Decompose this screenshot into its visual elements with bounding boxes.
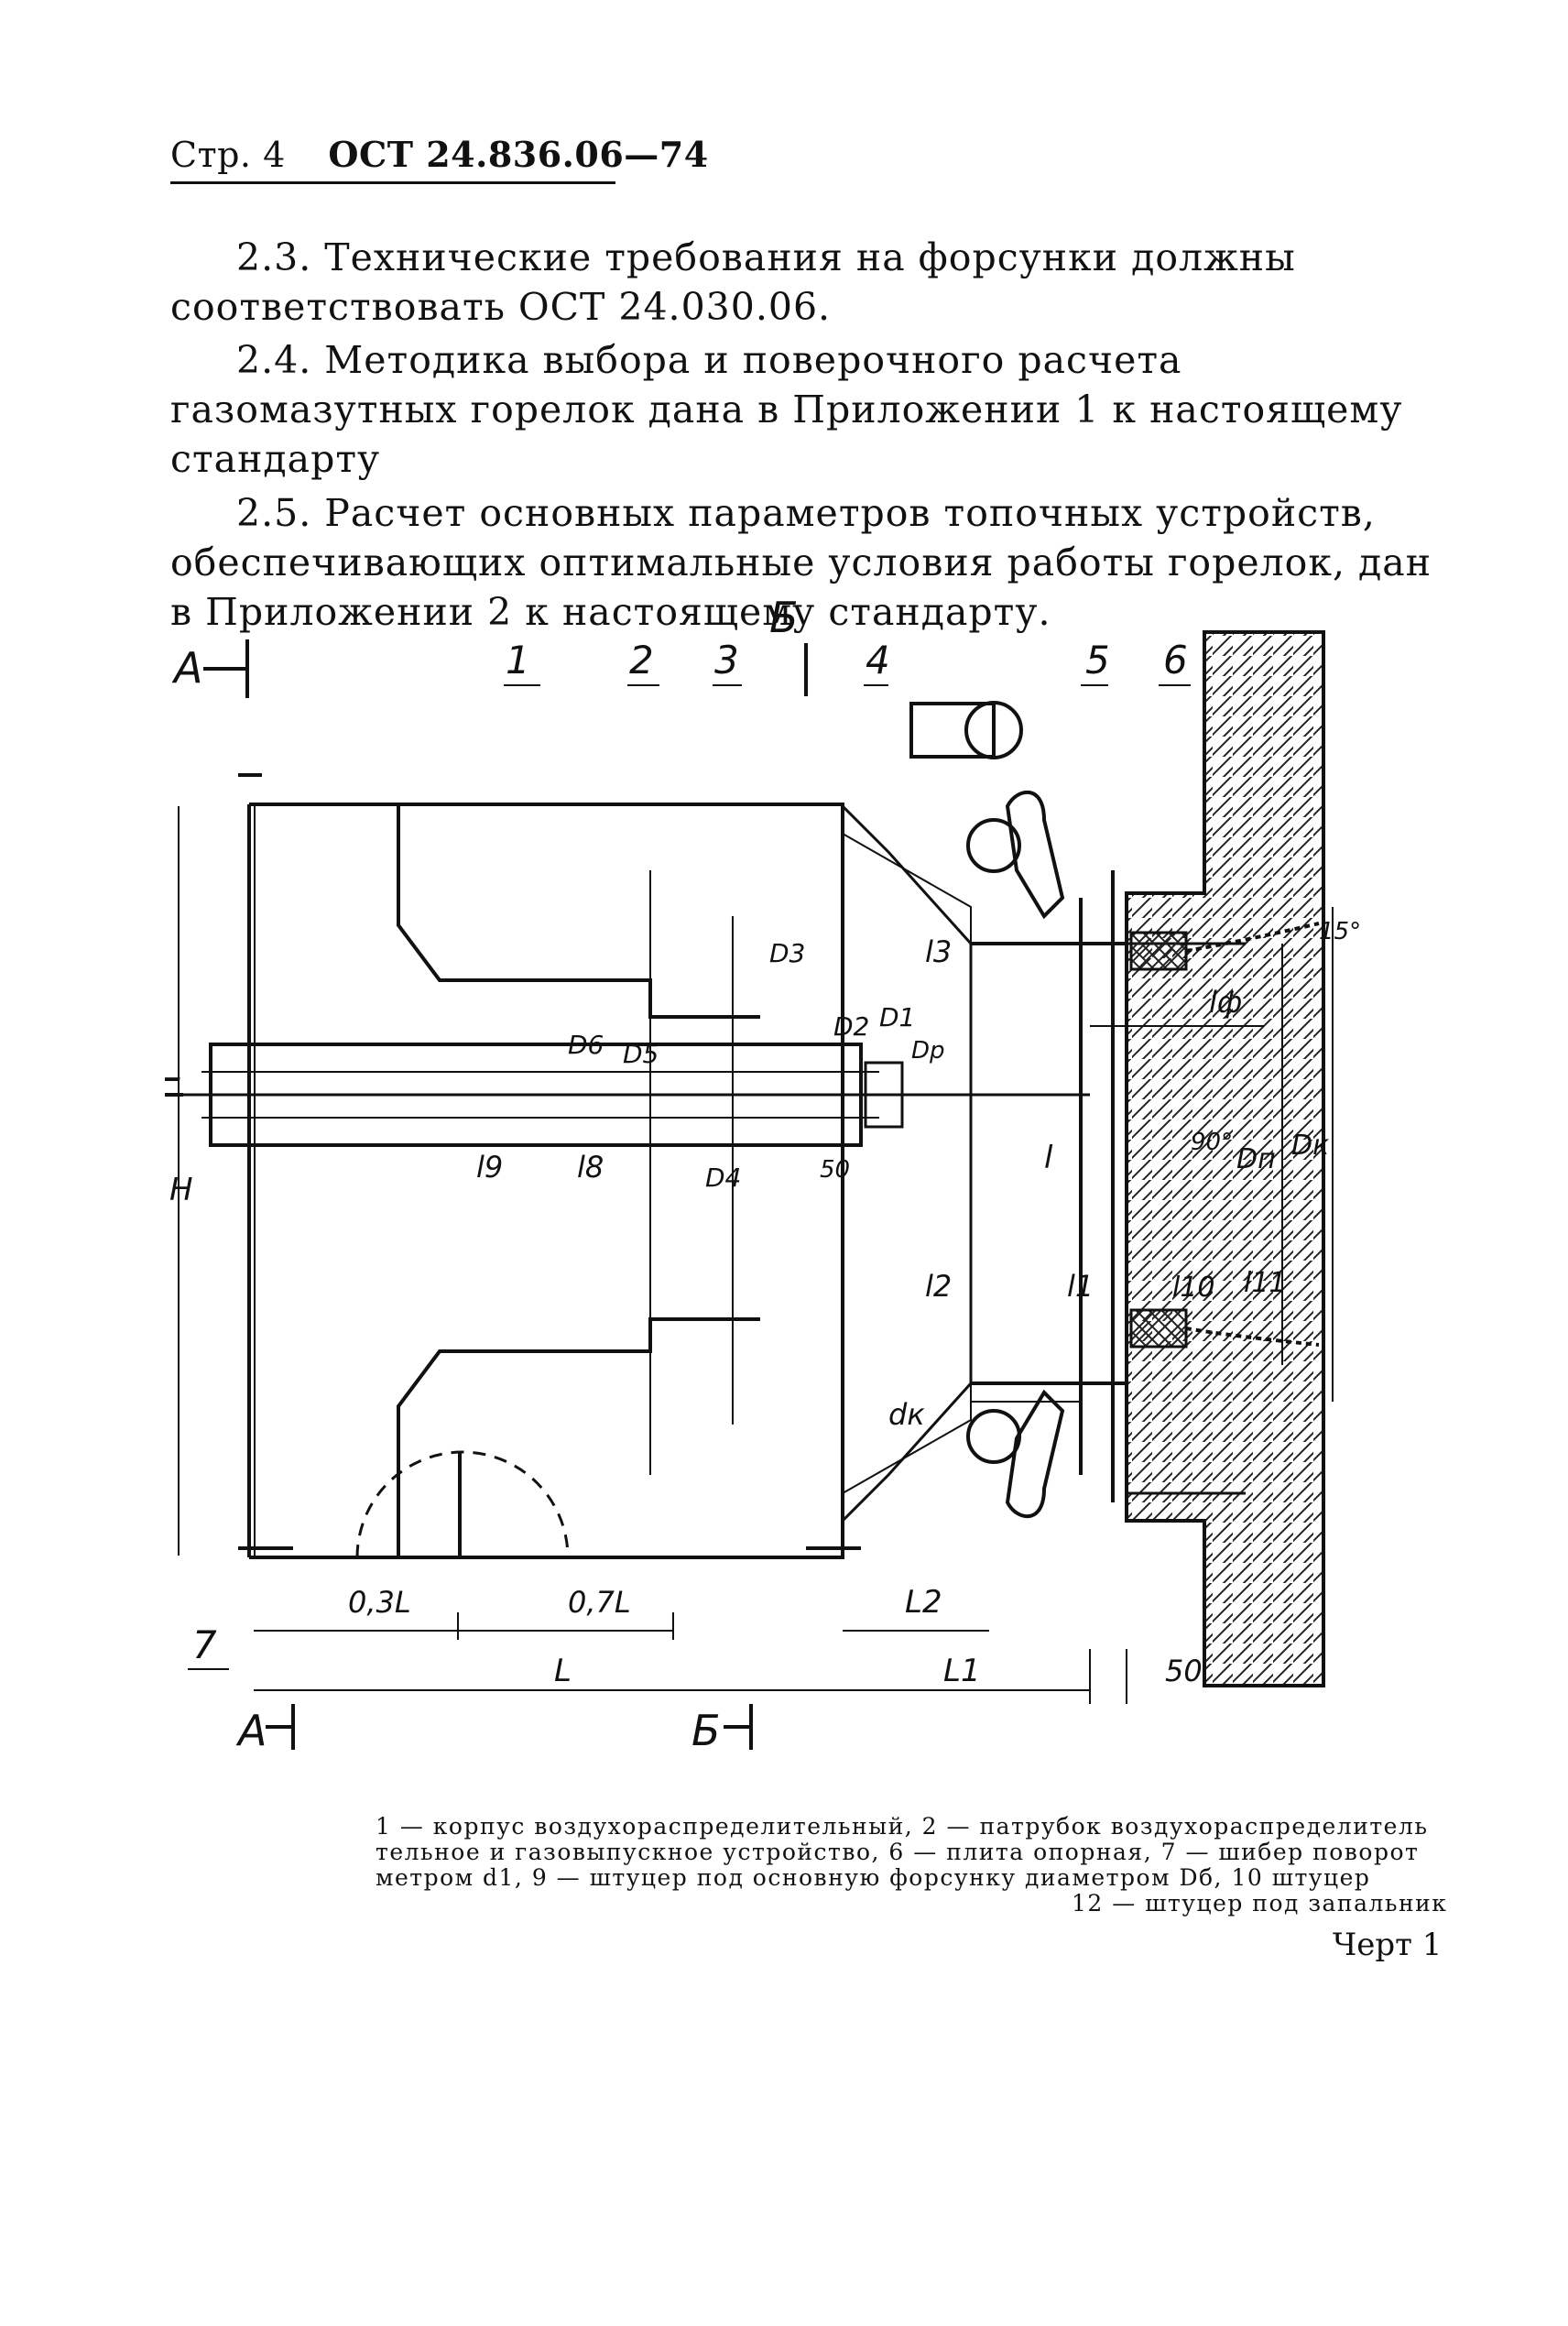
caption-line: 12 — штуцер под запальник	[1072, 1890, 1448, 1916]
dim-0-3l: 0,3L	[348, 1585, 411, 1620]
dim-d6: D6	[568, 1030, 604, 1060]
part-number-underlines	[188, 684, 1191, 1670]
part-number-6: 6	[1163, 638, 1188, 683]
caption-line: 1 — корпус воздухораспределительный, 2 —…	[376, 1813, 1429, 1840]
dim-d2: D2	[833, 1011, 869, 1042]
caption-line: тельное и газовыпускное устройство, 6 — …	[376, 1839, 1420, 1865]
dim-50-inner: 50	[820, 1156, 850, 1184]
dim-dp: Dр	[911, 1037, 945, 1065]
burner-drawing: А Б Г А Б 1 2 3 4 5 6 7 H D6 D5 D4 D3 D2…	[165, 595, 1361, 1755]
furnace-wall	[1125, 630, 1325, 1687]
standard-number: ОСТ 24.836.06—74	[328, 134, 709, 175]
dim-d3: D3	[769, 938, 805, 968]
part-number-1: 1	[506, 638, 530, 683]
dim-l3: l3	[925, 934, 952, 969]
dim-l1-total: L1	[943, 1653, 981, 1689]
dim-l2: l2	[925, 1269, 952, 1304]
rotary-damper	[355, 1450, 570, 1558]
part-number-3: 3	[714, 638, 739, 683]
dim-50-wall: 50	[1165, 1654, 1203, 1688]
dim-l10: l10	[1172, 1272, 1215, 1304]
dim-l-total: L	[554, 1653, 572, 1689]
paragraph-2-5: 2.5. Расчет основных параметров топочных…	[170, 490, 1432, 634]
paragraph-2-4: 2.4. Методика выбора и поверочного расче…	[170, 338, 1403, 482]
dim-dk: Dк	[1291, 1130, 1329, 1162]
page-number: Стр. 4	[170, 135, 286, 175]
dim-l: l	[1044, 1140, 1053, 1176]
dim-l1: l1	[1067, 1269, 1094, 1304]
dim-l9: l9	[476, 1150, 503, 1185]
dim-l11: l11	[1244, 1267, 1287, 1299]
caption-line: метром d1, 9 — штуцер под основную форсу…	[376, 1864, 1371, 1891]
section-a-bottom: А	[235, 1706, 267, 1755]
header-rule	[170, 181, 615, 184]
dim-angle-90: 90°	[1191, 1129, 1233, 1156]
part-number-4: 4	[866, 638, 890, 683]
section-markers	[165, 639, 808, 1750]
dim-dn: Dп	[1236, 1143, 1276, 1175]
page-header: Стр. 4 ОСТ 24.836.06—74	[170, 134, 709, 175]
dim-d5: D5	[623, 1039, 659, 1069]
part-number-5: 5	[1085, 638, 1110, 683]
dim-l8: l8	[577, 1150, 604, 1185]
dim-d4: D4	[705, 1163, 741, 1193]
figure-number: Черт 1	[1333, 1927, 1443, 1963]
gas-pipes	[909, 701, 1065, 1518]
section-a-top: А	[171, 643, 202, 693]
dim-lf: lф	[1209, 985, 1242, 1020]
dimension-lines	[178, 806, 1334, 1704]
dim-h: H	[169, 1172, 193, 1208]
body-text: 2.3. Технические требования на форсунки …	[170, 233, 1447, 640]
section-b-top: Б	[769, 595, 799, 642]
part-number-2: 2	[629, 638, 654, 683]
part-number-7: 7	[192, 1622, 217, 1667]
dim-angle-15: 15°	[1319, 918, 1361, 945]
dim-dk-small: dк	[888, 1397, 925, 1432]
dim-0-7l: 0,7L	[568, 1585, 631, 1620]
figure-caption: 1 — корпус воздухораспределительный, 2 —…	[376, 1814, 1456, 1916]
air-distribution-casing	[238, 773, 1127, 1559]
central-lance	[183, 1043, 1090, 1147]
dim-d1: D1	[879, 1002, 915, 1032]
dim-l2-total: L2	[905, 1584, 942, 1621]
section-b-bottom: Б	[691, 1706, 721, 1755]
paragraph-2-3: 2.3. Технические требования на форсунки …	[170, 235, 1296, 330]
